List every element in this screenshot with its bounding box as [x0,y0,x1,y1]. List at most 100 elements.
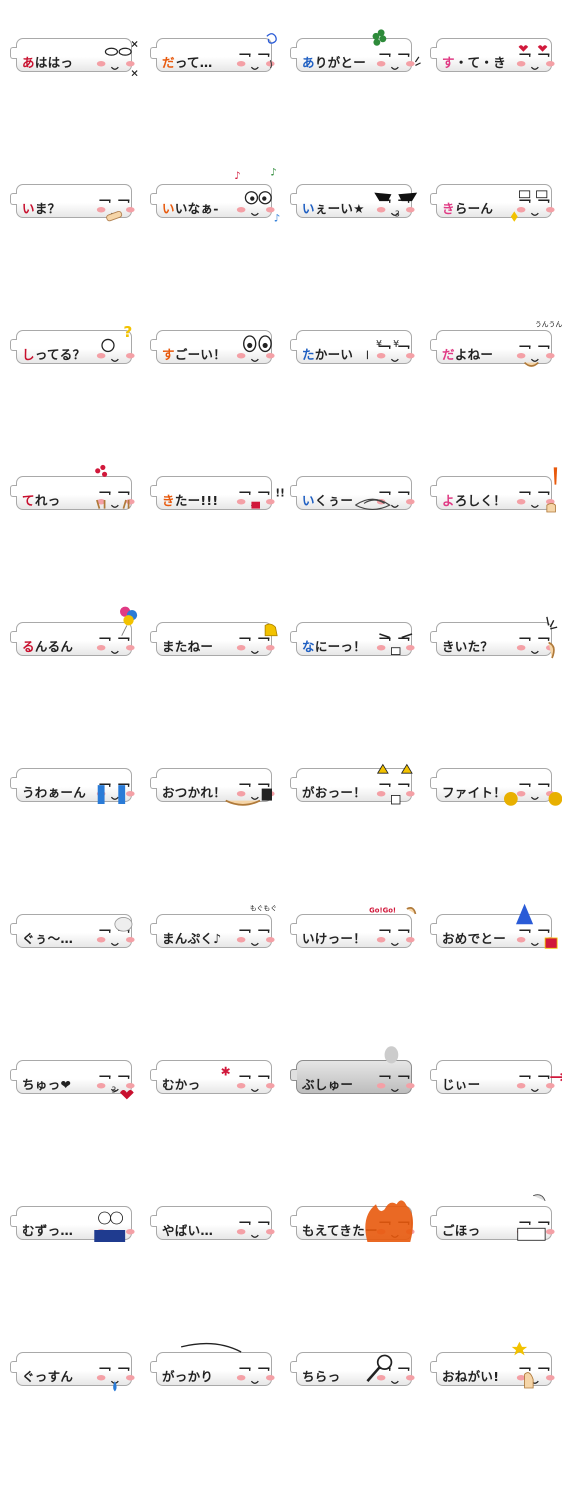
label-accent: す [162,347,175,362]
speech-bubble [150,1060,272,1094]
sticker-label: たかーい [302,344,353,363]
sticker[interactable]: きいた？ [430,596,558,686]
fire-face-icon [364,1194,424,1254]
sticker[interactable]: ファイト！ [430,742,562,832]
label-text: よねー [454,347,494,362]
sticker-label: すごーい！ [162,344,226,363]
sticker[interactable]: すごーい！ [150,304,276,394]
label-text: ごほっ [442,1223,481,1238]
sticker[interactable]: いくぅー [290,450,416,540]
speech-bubble [290,184,412,218]
sticker[interactable]: だって… [150,12,277,102]
sticker[interactable]: す・て・き [430,12,556,102]
sticker[interactable]: るんるん [10,596,138,686]
speech-bubble [150,622,272,656]
sticker[interactable]: たかーい¥¥ [290,304,416,394]
svg-text:3: 3 [395,210,400,219]
sticker-label: やばい… [162,1220,213,1239]
speech-bubble [10,1352,132,1386]
sticker-label: いぇーい★ [302,198,365,217]
sticker[interactable]: いま？ [10,158,136,248]
sticker[interactable]: ぐっすん [10,1326,136,1416]
sticker[interactable]: ごほっ [430,1180,556,1270]
bubble-tail [150,339,157,351]
sticker-label: うわぁーん [22,782,86,801]
sticker[interactable]: よろしく！ [430,450,558,540]
label-text: がおっー！ [302,785,367,800]
sticker[interactable]: しってる？? [10,304,136,394]
sparkle-face-icon [504,172,562,232]
bell-face-icon [224,610,284,670]
sticker[interactable]: むずっ… [10,1180,136,1270]
pompom-face-icon [504,756,562,816]
label-text: ははっ [34,55,74,70]
question-face-icon: ? [84,318,144,378]
bubble-tail [150,485,157,497]
label-text: むずっ… [22,1223,74,1238]
label-text: ・て・き [454,55,507,70]
sticker[interactable]: ぶしゅー [290,1034,416,1124]
bubble-tail [290,339,297,351]
speech-bubble [430,38,552,72]
label-text: ファイト！ [442,785,507,800]
sticker[interactable]: うわぁーん [10,742,136,832]
sticker-label: がっかり [162,1366,213,1385]
bubble-tail [430,777,437,789]
sticker[interactable]: がおっー！ [290,742,416,832]
label-text: ちらっ [302,1369,341,1384]
sticker[interactable]: いけっー！ Go!Go! [290,888,417,978]
speech-bubble [150,914,272,948]
full-face-icon: もぐもぐ [224,902,284,962]
sad-face-icon [180,1340,284,1400]
sticker[interactable]: またねー [150,596,278,686]
label-accent: し [22,347,35,362]
sticker-label: きたー!!! [162,490,218,509]
speech-bubble [430,622,552,656]
label-text: りがとー [314,55,367,70]
sticker[interactable]: ちらっ [290,1326,416,1416]
sticker-label: ぐぅ〜… [22,928,73,947]
sticker[interactable]: きたー!!!!! [150,450,285,540]
sticker[interactable]: がっかり [150,1326,276,1416]
sticker[interactable]: もえてきたー [290,1180,416,1270]
bubble-tail [150,47,157,59]
label-text: ぐぅ〜… [22,931,74,946]
speech-bubble [290,330,412,364]
sticker[interactable]: むかっ✱ [150,1034,276,1124]
sticker-label: いけっー！ [302,928,366,947]
sticker[interactable]: おめでとー [430,888,558,978]
sticker[interactable]: いぇーい★ 3 [290,158,418,248]
svg-text:¥: ¥ [393,339,399,350]
sticker[interactable]: なにーっ！ [290,596,416,686]
bubble-tail [150,777,157,789]
bubble-tail [290,923,297,935]
sticker[interactable]: あははっ [10,12,138,102]
sticker[interactable]: じぃー [430,1034,562,1124]
svg-text:✱: ✱ [221,1064,231,1078]
sticker[interactable]: おつかれ！ [150,742,276,832]
sticker-label: ファイト！ [442,782,506,801]
sticker-label: またねー [162,636,213,655]
speech-bubble [10,914,132,948]
bubble-tail [150,1361,157,1373]
bubble-tail [10,1069,17,1081]
laugh-face-icon [84,26,144,86]
sticker[interactable]: ありがとー [290,12,421,102]
sticker[interactable]: やばい… [150,1180,276,1270]
sticker[interactable]: おねがい! [430,1326,556,1416]
svg-text:Go!Go!: Go!Go! [369,906,396,914]
sticker[interactable]: まんぷく♪もぐもぐ [150,888,277,978]
kiss-face-icon: 3 [84,1048,144,1108]
sticker-label: なにーっ！ [302,636,366,655]
sticker-label: よろしく！ [442,490,506,509]
speech-bubble [430,914,552,948]
sticker[interactable]: てれっ [10,450,136,540]
sticker-label: おつかれ！ [162,782,226,801]
sticker[interactable]: いいなぁ-♪♪♪ [150,158,280,248]
sticker[interactable]: ぐぅ〜… [10,888,136,978]
sticker[interactable]: きらーん [430,158,556,248]
sticker[interactable]: だよねーうんうん [430,304,562,394]
sticker[interactable]: ちゅっ❤3 [10,1034,136,1124]
ear-face-icon [504,610,562,670]
